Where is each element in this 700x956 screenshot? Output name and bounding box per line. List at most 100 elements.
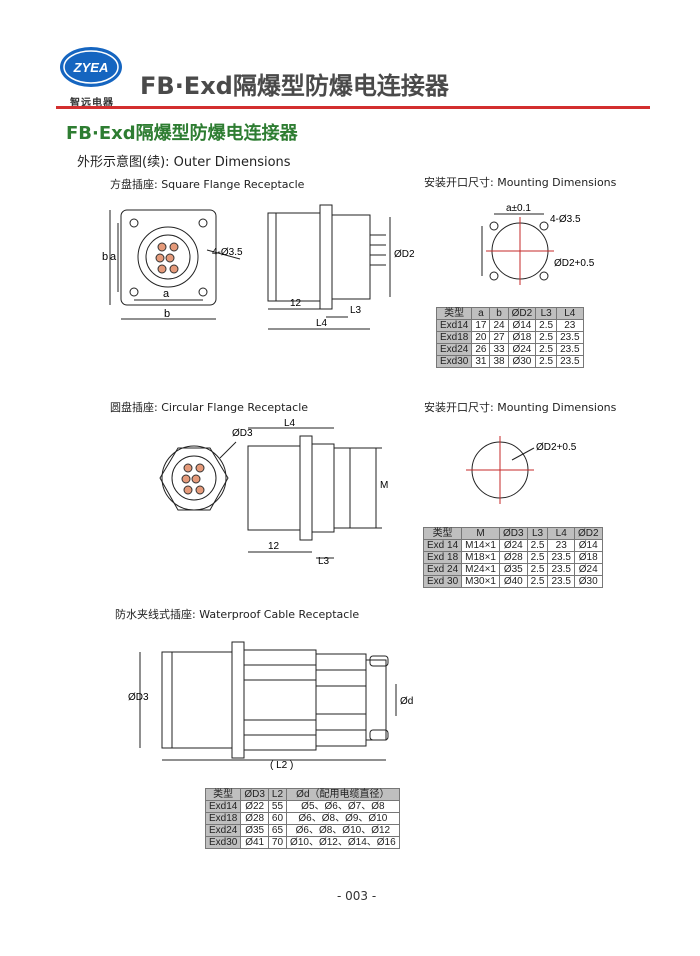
square-table-cell: 23 (556, 319, 584, 332)
square-table-cell: 2.5 (535, 355, 558, 368)
square-mount-drawing: a±0.1 4-Ø3.5 ØD2+0.5 (481, 203, 595, 285)
dim-12-label: 12 (290, 298, 302, 309)
circ-l4-label: L4 (284, 418, 296, 429)
mount-hole (129, 218, 139, 228)
circ-d3-label: ØD3 (232, 428, 253, 439)
section-title: FB·Exd隔爆型防爆电连接器 (66, 123, 298, 144)
circular-table-cell: Exd 14 (422, 539, 463, 552)
square-table-cell: 2.5 (535, 331, 558, 344)
circular-table-header-cell: 类型 (422, 527, 463, 540)
dim-b-label: b (102, 251, 108, 263)
waterproof-caption: 防水夹线式插座: Waterproof Cable Receptacle (115, 608, 360, 621)
waterproof-table-cell: Ø6、Ø8、Ø9、Ø10 (286, 812, 400, 825)
square-table-cell: 33 (489, 343, 509, 356)
waterproof-table-cell: Exd30 (204, 836, 242, 849)
circ-mount-d2-label: ØD2+0.5 (536, 442, 577, 453)
square-table-cell: 2.5 (535, 319, 558, 332)
square-table-cell: 23.5 (556, 355, 584, 368)
square-table-cell: Exd30 (435, 355, 473, 368)
circ-12-label: 12 (268, 541, 280, 552)
circular-table-header-cell: M (461, 527, 500, 540)
dim-a-label-vertical: a (110, 251, 117, 263)
waterproof-table-cell: Ø35 (240, 824, 269, 837)
page-number: - 003 - (337, 889, 377, 903)
circular-table-cell: M24×1 (461, 563, 500, 576)
waterproof-table-cell: Ø10、Ø12、Ø14、Ø16 (286, 836, 400, 849)
square-table-header-cell: L3 (535, 307, 558, 320)
circular-table-cell: 23.5 (547, 575, 575, 588)
wp-d-label: Ød (400, 696, 413, 707)
circular-mount-drawing: ØD2+0.5 (466, 436, 577, 504)
square-table-cell: 23.5 (556, 343, 584, 356)
circular-table-header-cell: ØD3 (499, 527, 528, 540)
square-table-cell: Exd18 (435, 331, 473, 344)
mount-hole (198, 287, 208, 297)
square-table-cell: Ø18 (507, 331, 537, 344)
circular-table-cell: Ø24 (573, 563, 603, 576)
waterproof-table-cell: Exd14 (204, 800, 242, 813)
circ-l3-label: L3 (318, 556, 330, 567)
mount-hole (198, 218, 208, 228)
waterproof-table-cell: 65 (267, 824, 288, 837)
mount-d2-label: ØD2+0.5 (554, 258, 595, 269)
square-table-cell: 26 (471, 343, 491, 356)
circular-table-cell: Exd 30 (422, 575, 463, 588)
dim-hole-label: 4-Ø3.5 (212, 247, 243, 258)
square-table-cell: 27 (489, 331, 509, 344)
square-table-cell: 17 (471, 319, 491, 332)
circular-table-cell: 2.5 (526, 563, 549, 576)
circular-table-cell: 23.5 (547, 551, 575, 564)
square-table-cell: Exd14 (435, 319, 473, 332)
dim-d2-label: ØD2 (394, 249, 415, 260)
square-table-cell: Ø30 (507, 355, 537, 368)
square-table-header-cell: a (471, 307, 491, 320)
waterproof-table-cell: Ø28 (240, 812, 269, 825)
wp-d3-label: ØD3 (128, 692, 149, 703)
circular-table-header-cell: ØD2 (573, 527, 603, 540)
circular-table-cell: M30×1 (461, 575, 500, 588)
circular-table-cell: Exd 24 (422, 563, 463, 576)
square-table-header-cell: 类型 (435, 307, 473, 320)
circular-table-cell: Ø40 (499, 575, 528, 588)
square-table-cell: Ø14 (507, 319, 537, 332)
circular-table-cell: Ø18 (573, 551, 603, 564)
circular-table-cell: 23 (547, 539, 575, 552)
square-table-header-cell: b (489, 307, 509, 320)
waterproof-table-header-cell: L2 (267, 788, 288, 801)
circ-m-label: M (380, 480, 388, 491)
circular-table-cell: Ø28 (499, 551, 528, 564)
square-table-cell: 20 (471, 331, 491, 344)
circular-table-cell: 2.5 (526, 539, 549, 552)
mount-hole (129, 287, 139, 297)
wp-l2-label: ( L2 ) (270, 760, 293, 770)
mount-a-label: a±0.1 (506, 203, 531, 214)
square-table-cell: 23.5 (556, 331, 584, 344)
header-divider (56, 106, 650, 109)
square-table-header-cell: L4 (556, 307, 584, 320)
waterproof-table-cell: 60 (267, 812, 288, 825)
circular-table-cell: 23.5 (547, 563, 575, 576)
square-table-cell: 24 (489, 319, 509, 332)
square-table-cell: 2.5 (535, 343, 558, 356)
circular-table-cell: Ø24 (499, 539, 528, 552)
circular-table-cell: 2.5 (526, 575, 549, 588)
circular-table-cell: Ø14 (573, 539, 603, 552)
waterproof-table-cell: Exd18 (204, 812, 242, 825)
circular-table-cell: Ø30 (573, 575, 603, 588)
square-table-cell: Exd24 (435, 343, 473, 356)
dim-a-label: a (163, 288, 170, 300)
waterproof-table-cell: Ø41 (240, 836, 269, 849)
square-table-header-cell: ØD2 (507, 307, 537, 320)
circular-table-header-cell: L3 (526, 527, 549, 540)
outer-dimensions-title: 外形示意图(续): Outer Dimensions (77, 155, 291, 170)
